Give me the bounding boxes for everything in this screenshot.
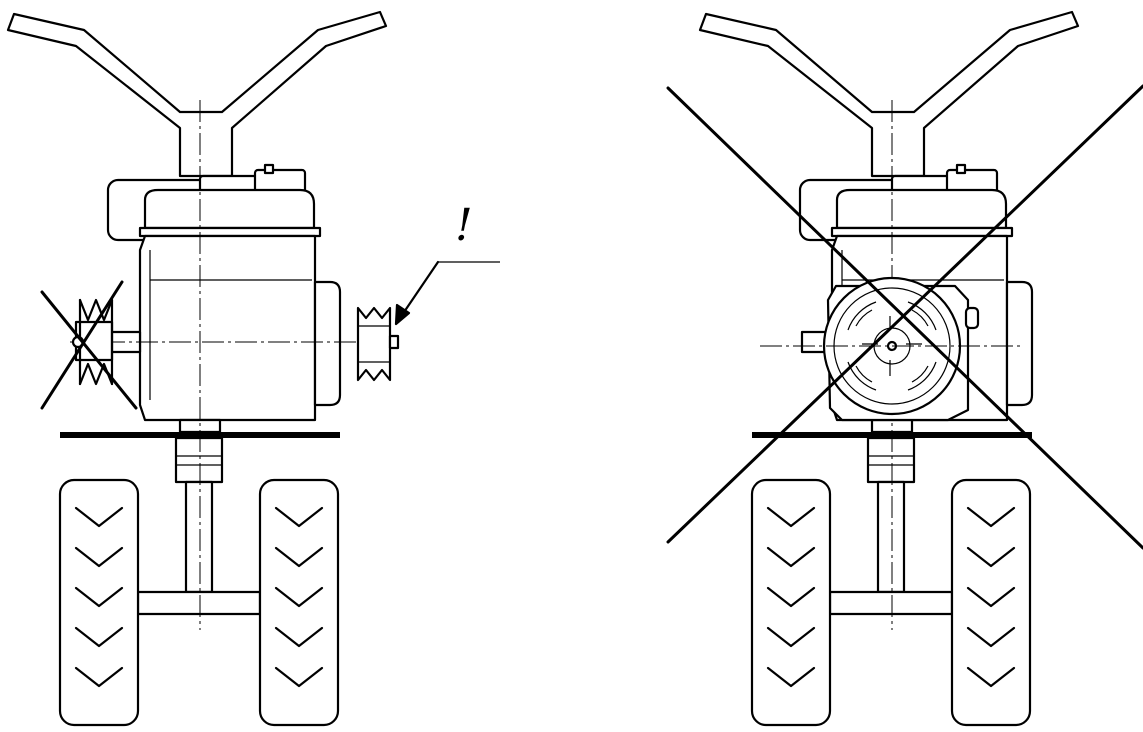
right-pulley xyxy=(356,306,400,382)
tiller-front-view-left xyxy=(6,10,388,727)
round-cover-assembly xyxy=(822,276,980,422)
warning-callout: ! xyxy=(394,200,500,326)
panel-incorrect xyxy=(666,10,1143,727)
left-pulley-cross xyxy=(40,280,138,410)
panel-correct: ! xyxy=(6,10,500,727)
warning-mark: ! xyxy=(455,200,473,251)
whole-assembly-cross xyxy=(666,84,1143,550)
